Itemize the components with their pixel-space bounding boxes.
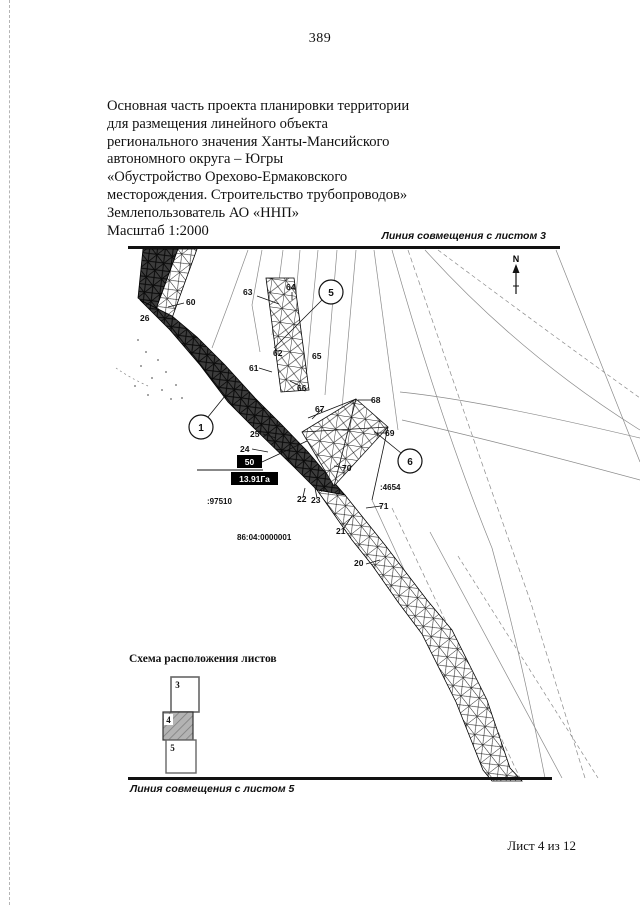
title-block: Основная часть проекта планировки террит… [107,98,467,240]
circled-number: 6 [407,457,413,468]
parcel-label: 61 [249,363,259,373]
matchline-bottom-label: Линия совмещения с листом 5 [130,783,295,795]
circled-numbers: 1 5 6 [188,279,423,474]
circled-number: 1 [198,423,204,434]
parcel-label: 67 [315,404,325,414]
match-line-top [128,246,560,249]
parcel-label: 66 [297,383,307,393]
allotment-cells [301,398,389,501]
parcel-labels: 26 60 63 64 62 61 65 66 67 68 69 70 71 2… [140,282,395,568]
cadastral-number: :4654 [380,483,401,492]
parcel-label: 71 [379,501,389,511]
sheet-5-label: 5 [170,743,175,753]
parcel-label: 24 [240,444,250,454]
title-line: Землепользователь АО «ННП» [107,204,300,221]
left-margin-scan-line [9,0,10,905]
north-label: N [513,254,520,264]
title-line: «Обустройство Орехово-Ермаковского [107,169,348,186]
corridor-lower-segment [316,489,523,782]
matchline-top-label: Линия совмещения с листом 3 [381,230,546,242]
parcel-label: 25 [250,429,260,439]
parcel-label: 64 [286,282,296,292]
parcel-label: 21 [336,526,346,536]
parcel-label: 68 [371,395,381,405]
sheet-schema: 3 4 5 [162,676,200,774]
sheet-footer: Лист 4 из 12 [507,838,576,853]
leader-lines [167,292,402,565]
parcel-label: 69 [385,428,395,438]
title-line: месторождения. Строительство трубопровод… [107,186,408,203]
parcel-label: 23 [311,495,321,505]
sheet-3-label: 3 [175,680,180,690]
area-designation: 50 13.91Га [231,455,278,485]
sheet-5-chip [168,742,177,753]
title-line: для размещения линейного объекта [107,115,328,132]
area-box-top: 50 [245,457,255,467]
cadastral-number: 86:04:0000001 [237,533,292,542]
sheet-schema-title: Схема расположения листов [129,653,277,665]
parcel-label: 20 [354,558,364,568]
match-lines [128,246,560,780]
page-number: 389 [308,31,332,46]
parcel-label: 26 [140,313,150,323]
title-line: Основная часть проекта планировки террит… [107,98,410,114]
parcel-label: 63 [243,287,253,297]
pipeline-corridor [137,248,523,782]
parcel-label: 65 [312,351,322,361]
sheet-3-chip [173,679,182,690]
cadastral-number: :97510 [207,497,232,506]
title-line: регионального значения Ханты-Мансийского [107,133,390,150]
marsh-dots [115,339,183,400]
sheet-4-label: 4 [166,715,171,725]
circled-number: 5 [328,288,334,299]
title-line: Масштаб 1:2000 [107,222,209,239]
parcel-label: 60 [186,297,196,307]
title-line: автономного округа – Югры [107,151,284,168]
area-box-bottom: 13.91Га [239,474,270,484]
sheet-4-chip [164,714,173,725]
parcel-label: 70 [342,463,352,473]
match-line-bottom [128,777,552,780]
cadastral-labels: :97510 86:04:0000001 :4654 [207,483,401,542]
parcel-label: 22 [297,494,307,504]
north-arrow: N [512,254,520,294]
parcel-label: 62 [273,348,283,358]
